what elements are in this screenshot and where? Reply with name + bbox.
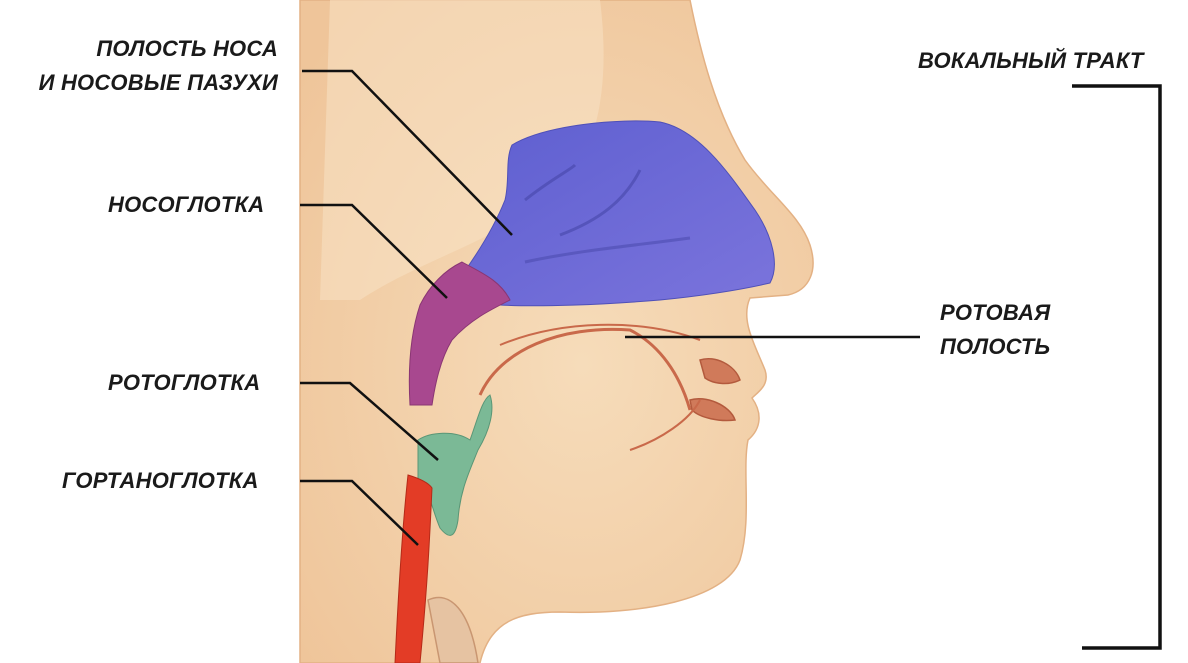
label-nasal-cavity: ПОЛОСТЬ НОСА И НОСОВЫЕ ПАЗУХИ	[39, 32, 278, 100]
label-oral-cavity: РОТОВАЯ ПОЛОСТЬ	[940, 296, 1050, 364]
label-oropharynx: РОТОГЛОТКА	[108, 366, 260, 400]
label-laryngopharynx: ГОРТАНОГЛОТКА	[62, 464, 259, 498]
vocal-tract-bracket	[1072, 86, 1160, 648]
label-nasal-cavity-line2: И НОСОВЫЕ ПАЗУХИ	[39, 66, 278, 100]
label-oral-cavity-line1: РОТОВАЯ	[940, 296, 1050, 330]
label-nasopharynx: НОСОГЛОТКА	[108, 188, 264, 222]
label-nasal-cavity-line1: ПОЛОСТЬ НОСА	[39, 32, 278, 66]
label-oral-cavity-line2: ПОЛОСТЬ	[940, 330, 1050, 364]
label-vocal-tract: ВОКАЛЬНЫЙ ТРАКТ	[918, 44, 1144, 78]
